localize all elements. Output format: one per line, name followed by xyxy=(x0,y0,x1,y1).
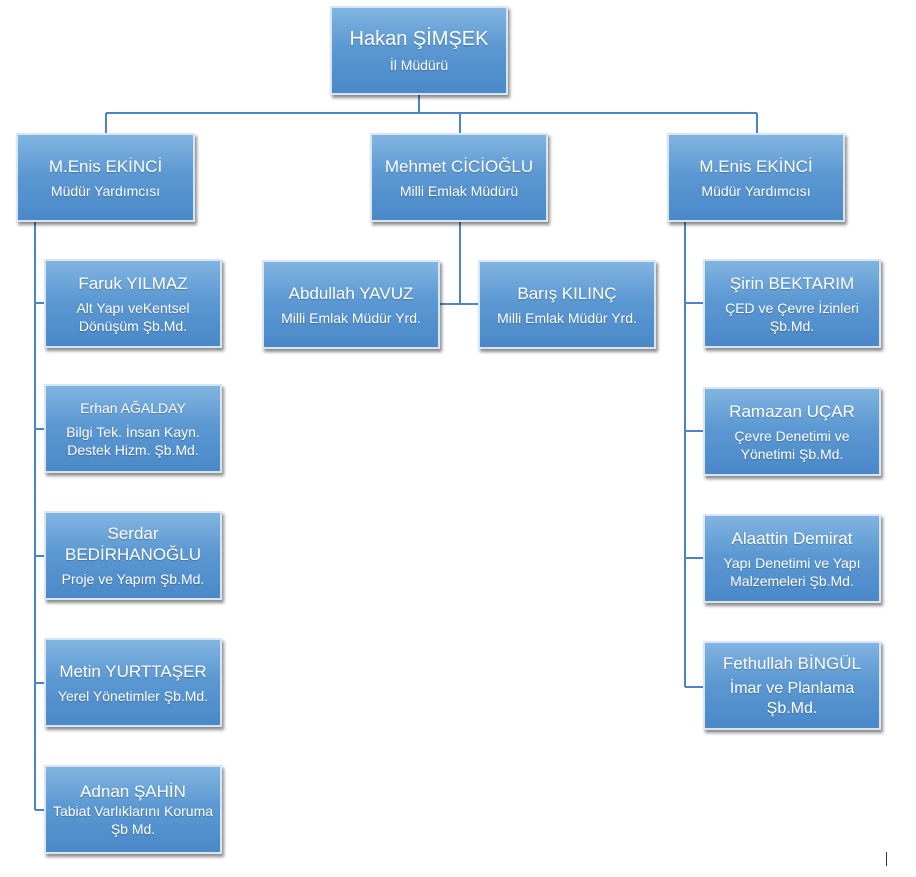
node-ced-cevre-izinleri: Şirin BEKTARIM ÇED ve Çevre İzinleri Şb.… xyxy=(703,259,881,348)
node-tabiat-varliklari: Adnan ŞAHİN Tabiat Varlıklarını Koruma Ş… xyxy=(44,765,222,854)
node-title: İl Müdürü xyxy=(389,57,449,73)
node-name: Adnan ŞAHİN xyxy=(80,782,186,801)
node-title: İmar ve Planlama Şb.Md. xyxy=(729,679,855,717)
node-name: Erhan AĞALDAY xyxy=(80,399,186,416)
node-title: Proje ve Yapım Şb.Md. xyxy=(61,571,205,587)
node-title: Bilgi Tek. İnsan Kayn. Destek Hizm. Şb.M… xyxy=(66,423,200,458)
node-il-muduru: Hakan ŞİMŞEK İl Müdürü xyxy=(330,6,508,95)
node-title: Milli Emlak Müdür Yrd. xyxy=(281,309,421,326)
node-title: Tabiat Varlıklarını Koruma Şb Md. xyxy=(52,803,214,837)
node-title: Milli Emlak Müdür Yrd. xyxy=(497,309,637,326)
node-title: Çevre Denetimi ve Yönetimi Şb.Md. xyxy=(734,427,850,462)
node-milli-emlak-mudur-yrd-1: Abdullah YAVUZ Milli Emlak Müdür Yrd. xyxy=(262,260,440,349)
node-title: Müdür Yardımcısı xyxy=(701,182,811,199)
node-mudur-yardimcisi-right: M.Enis EKİNCİ Müdür Yardımcısı xyxy=(667,133,845,222)
node-name: Ramazan UÇAR xyxy=(729,401,855,421)
node-name: Mehmet CİCİOĞLU xyxy=(384,156,534,176)
node-name: Serdar BEDİRHANOĞLU xyxy=(64,524,202,564)
node-milli-emlak-mudur-yrd-2: Barış KILINÇ Milli Emlak Müdür Yrd. xyxy=(478,260,656,349)
node-title: ÇED ve Çevre İzinleri Şb.Md. xyxy=(725,299,859,334)
node-mudur-yardimcisi-left: M.Enis EKİNCİ Müdür Yardımcısı xyxy=(16,133,195,222)
node-yapi-denetimi: Alaattin Demirat Yapı Denetimi ve Yapı M… xyxy=(703,514,881,603)
node-name: Şirin BEKTARIM xyxy=(729,273,855,293)
text-cursor xyxy=(886,852,887,866)
node-title: Milli Emlak Müdürü xyxy=(399,182,519,199)
node-bilgi-teknolojileri: Erhan AĞALDAY Bilgi Tek. İnsan Kayn. Des… xyxy=(44,384,222,473)
node-milli-emlak-muduru: Mehmet CİCİOĞLU Milli Emlak Müdürü xyxy=(370,133,548,222)
node-proje-yapim: Serdar BEDİRHANOĞLU Proje ve Yapım Şb.Md… xyxy=(44,511,222,600)
node-name: Faruk YILMAZ xyxy=(78,273,188,293)
node-altyapi-kentsel-donusum: Faruk YILMAZ Alt Yapı veKentsel Dönüşüm … xyxy=(44,259,222,348)
node-name: M.Enis EKİNCİ xyxy=(699,156,813,176)
node-title: Yapı Denetimi ve Yapı Malzemeleri Şb.Md. xyxy=(723,554,861,589)
node-yerel-yonetimler: Metin YURTTAŞER Yerel Yönetimler Şb.Md. xyxy=(44,638,222,727)
node-name: M.Enis EKİNCİ xyxy=(48,156,163,176)
node-title: Yerel Yönetimler Şb.Md. xyxy=(57,687,209,704)
node-title: Müdür Yardımcısı xyxy=(50,182,161,199)
node-cevre-denetimi: Ramazan UÇAR Çevre Denetimi ve Yönetimi … xyxy=(703,387,881,476)
node-imar-planlama: Fethullah BİNGÜL İmar ve Planlama Şb.Md. xyxy=(703,641,881,730)
node-name: Fethullah BİNGÜL xyxy=(723,653,861,673)
node-name: Abdullah YAVUZ xyxy=(288,283,414,303)
node-name: Hakan ŞİMŞEK xyxy=(349,28,489,50)
node-name: Barış KILINÇ xyxy=(517,283,617,303)
node-title: Alt Yapı veKentsel Dönüşüm Şb.Md. xyxy=(76,299,190,334)
node-name: Metin YURTTAŞER xyxy=(59,661,207,681)
node-name: Alaattin Demirat xyxy=(731,528,853,548)
